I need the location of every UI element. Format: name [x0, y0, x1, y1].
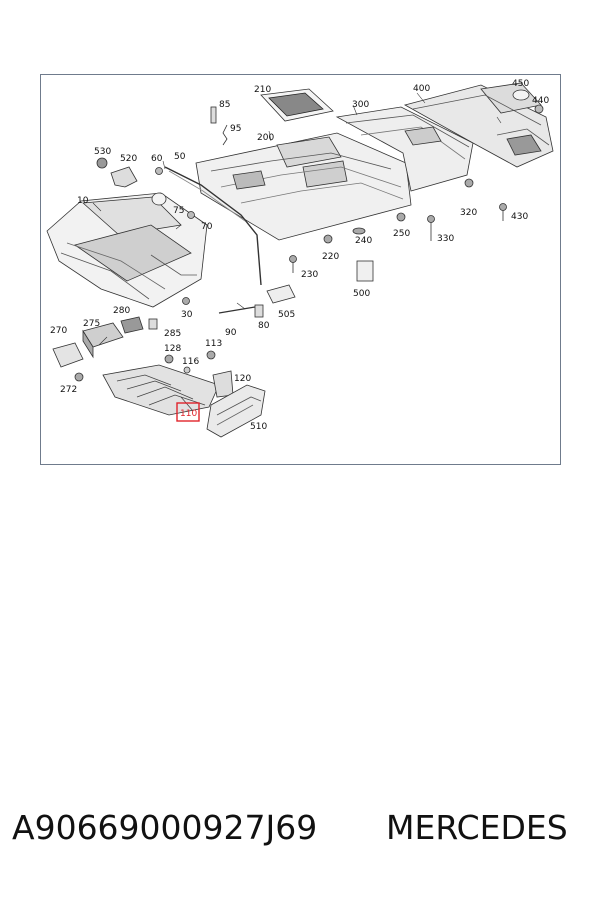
label-400: 400 [413, 84, 430, 94]
label-240: 240 [355, 236, 372, 246]
part-200-headliner-panel [195, 132, 412, 241]
label-510: 510 [250, 422, 267, 432]
label-430: 430 [511, 212, 528, 222]
label-505: 505 [278, 310, 295, 320]
label-90: 90 [225, 328, 237, 338]
part-113-screw [206, 350, 216, 360]
label-50: 50 [174, 152, 186, 162]
label-110-highlighted: 110 [180, 409, 197, 419]
part-270-bracket [52, 342, 84, 368]
label-80: 80 [258, 321, 270, 331]
part-272-screw [74, 372, 84, 382]
label-320: 320 [460, 208, 477, 218]
part-275-module [82, 322, 124, 359]
part-500-block [356, 260, 374, 282]
label-70: 70 [201, 222, 213, 232]
label-500: 500 [353, 289, 370, 299]
highlight-box-110 [176, 402, 200, 422]
label-250: 250 [393, 229, 410, 239]
leader-lines [92, 92, 502, 412]
label-85: 85 [219, 100, 230, 110]
part-505-pad [266, 284, 296, 304]
label-285: 285 [164, 329, 181, 339]
part-285-clip [148, 318, 158, 330]
part-95-spring [222, 124, 228, 146]
brand-name: MERCEDES [386, 808, 568, 847]
label-95: 95 [230, 124, 241, 134]
part-440-clip [534, 104, 544, 114]
part-210-roof-hatch [260, 88, 334, 122]
part-10-front-headliner [46, 192, 208, 308]
label-270: 270 [50, 326, 67, 336]
label-120: 120 [234, 374, 251, 384]
part-90-screw [218, 306, 256, 314]
label-272: 272 [60, 385, 77, 395]
label-113: 113 [205, 339, 222, 349]
part-110-tray [102, 364, 220, 416]
part-50-pillar-trim [164, 166, 262, 286]
part-85-pin [210, 106, 217, 124]
label-450: 450 [512, 79, 529, 89]
label-530: 530 [94, 147, 111, 157]
label-10: 10 [77, 196, 89, 206]
part-520-bracket [110, 166, 138, 188]
part-number: A90669000927J69 [12, 808, 318, 847]
label-330: 330 [437, 234, 454, 244]
label-300: 300 [352, 100, 369, 110]
label-128: 128 [164, 344, 181, 354]
label-520: 520 [120, 154, 137, 164]
label-200: 200 [257, 133, 274, 143]
part-116-washer [183, 366, 191, 374]
part-75-cap [151, 192, 167, 206]
label-230: 230 [301, 270, 318, 280]
label-280: 280 [113, 306, 130, 316]
part-280-lamp [120, 316, 144, 334]
part-128-screw [164, 354, 174, 364]
label-116: 116 [182, 357, 199, 367]
fasteners [182, 178, 507, 305]
part-450-cap [512, 89, 530, 101]
part-60-clip [155, 167, 163, 175]
label-210: 210 [254, 85, 271, 95]
part-120-bracket [212, 370, 234, 398]
label-275: 275 [83, 319, 100, 329]
label-440: 440 [532, 96, 549, 106]
part-80-clip [254, 304, 264, 318]
part-530-grommet [96, 157, 108, 169]
part-info-footer: A90669000927J69 MERCEDES [0, 808, 600, 858]
label-30: 30 [181, 310, 193, 320]
part-70-clip [187, 211, 195, 219]
part-300-headliner-mid [335, 106, 474, 192]
label-75: 75 [173, 206, 184, 216]
part-510-end-cover [206, 384, 266, 438]
part-400-headliner-rear [403, 82, 554, 168]
label-220: 220 [322, 252, 339, 262]
label-60: 60 [151, 154, 163, 164]
exploded-view-drawing: 210 85 95 300 400 450 440 200 530 520 60… [46, 79, 554, 438]
parts-diagram: 210 85 95 300 400 450 440 200 530 520 60… [40, 74, 561, 465]
